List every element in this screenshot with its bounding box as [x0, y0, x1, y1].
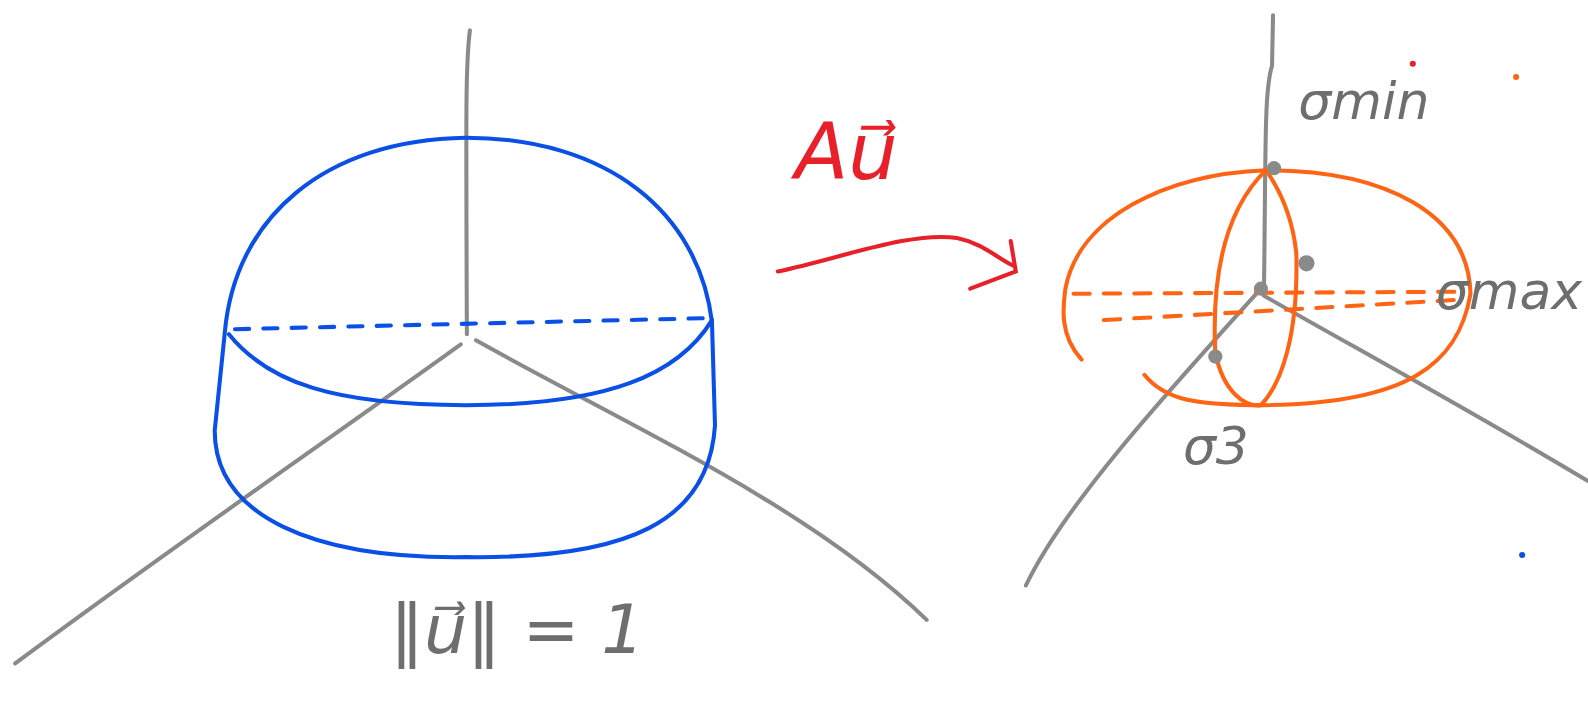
- axes-right: [1026, 15, 1588, 585]
- x-axis: [1026, 289, 1261, 586]
- norm-label: ‖u⃗‖ = 1: [390, 596, 645, 664]
- point: [1254, 282, 1268, 296]
- unit-sphere: [215, 138, 715, 557]
- arrow-shaft: [778, 237, 1013, 272]
- z-axis: [466, 30, 470, 334]
- point: [1298, 255, 1314, 271]
- mapping-arrow: [778, 237, 1016, 289]
- equator-front: [1104, 300, 1458, 320]
- y-axis: [1264, 296, 1588, 481]
- equator-back: [1074, 292, 1464, 294]
- sigma-label: σ3: [1183, 420, 1249, 472]
- axes-left: [15, 30, 926, 663]
- map-label: Au⃗: [795, 113, 898, 191]
- z-axis: [1264, 15, 1273, 292]
- equator-back: [235, 318, 712, 329]
- axis-points: [1208, 161, 1314, 364]
- stray-dot: [1410, 61, 1416, 67]
- point: [1267, 161, 1281, 175]
- equator-front: [229, 320, 712, 405]
- meridian: [1215, 170, 1297, 405]
- sigma-label: σmin: [1298, 75, 1429, 127]
- stray-dot: [1519, 552, 1525, 558]
- ellipsoid: [1064, 170, 1471, 405]
- point: [1208, 349, 1222, 363]
- sphere-outline: [215, 138, 715, 557]
- sigma-label: σmax: [1436, 265, 1582, 317]
- stray-dot: [1513, 74, 1519, 80]
- ellipsoid-outline: [1064, 170, 1471, 405]
- arrow-head: [970, 241, 1016, 289]
